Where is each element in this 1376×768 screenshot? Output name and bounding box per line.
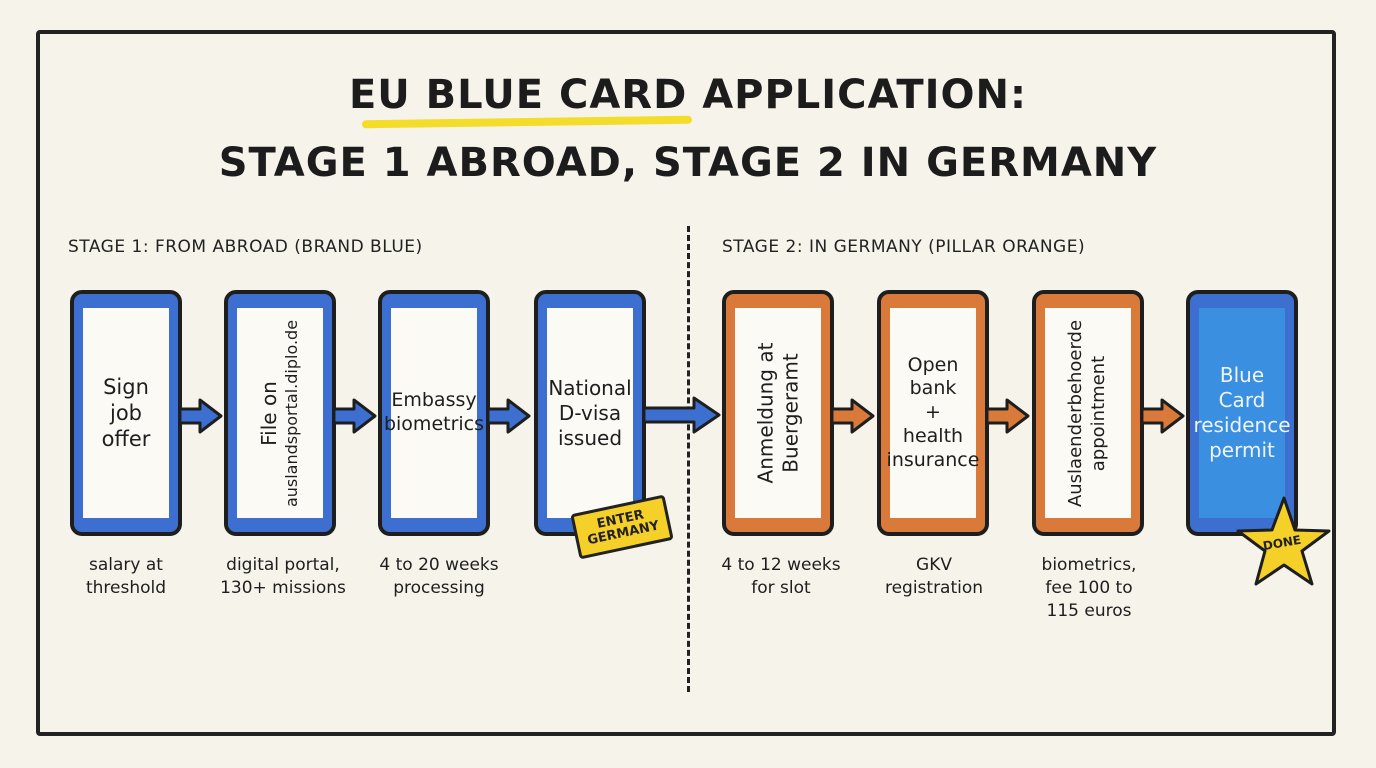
step-line: Embassy (391, 389, 477, 412)
note-line: 115 euros (1046, 600, 1132, 621)
step-line: Auslaenderbehoerde (1065, 319, 1087, 507)
step-file-on-portal: File on auslandsportal.diplo.de (224, 290, 336, 536)
note-line: for slot (751, 577, 811, 598)
note-line: registration (884, 577, 984, 598)
step-line: job (109, 400, 142, 425)
step-line: D-visa (558, 400, 622, 425)
step-line: permit (1209, 438, 1275, 462)
note-line: processing (393, 577, 485, 598)
step-line: Anmeldung at (753, 342, 777, 484)
note-line: salary at (89, 555, 163, 575)
arrow-right-icon (178, 398, 223, 434)
step-line: insurance (886, 448, 980, 471)
step-line: Card (1218, 388, 1266, 412)
step-bank-insurance: Open bank + health insurance (877, 290, 989, 536)
step-auslaenderbehoerde: Auslaenderbehoerde appointment (1032, 290, 1144, 536)
step-note: digital portal, 130+ missions (208, 554, 358, 600)
note-line: 4 to 12 weeks (721, 555, 841, 575)
arrow-right-icon (1140, 398, 1185, 434)
step-note: 4 to 12 weeks for slot (706, 554, 856, 600)
diagram-frame (36, 30, 1336, 736)
step-line: appointment (1088, 355, 1109, 471)
step-embassy-biometrics: Embassy biometrics (378, 290, 490, 536)
step-line: File on (257, 380, 282, 446)
step-line: National (548, 375, 632, 400)
step-line: offer (101, 427, 151, 452)
note-line: threshold (85, 577, 167, 598)
step-line: + (925, 401, 941, 424)
step-line: Sign (103, 374, 149, 399)
note-line: 4 to 20 weeks (379, 555, 499, 575)
step-note: 4 to 20 weeks processing (364, 554, 514, 600)
step-line: biometrics (383, 413, 485, 435)
step-line: residence (1193, 413, 1291, 437)
step-anmeldung: Anmeldung at Buergeramt (722, 290, 834, 536)
step-line: issued (557, 425, 623, 450)
arrow-right-icon (830, 398, 875, 434)
step-line: Blue (1219, 363, 1265, 387)
step-note: biometrics, fee 100 to 115 euros (1014, 554, 1164, 623)
stage-1-label: STAGE 1: FROM ABROAD (BRAND BLUE) (68, 237, 423, 257)
stage-divider (687, 226, 690, 692)
arrow-right-icon (486, 398, 531, 434)
step-line: Open (907, 353, 959, 376)
step-note: salary at threshold (51, 554, 201, 600)
step-line: Buergeramt (778, 353, 802, 473)
step-line: bank (909, 377, 957, 400)
step-line: health (902, 424, 964, 447)
star-icon (1236, 496, 1331, 586)
title-line-1: EU BLUE CARD APPLICATION: (348, 72, 1028, 118)
note-line: 130+ missions (220, 577, 346, 598)
step-national-d-visa: National D-visa issued (534, 290, 646, 536)
note-line: digital portal, (226, 555, 340, 575)
arrow-right-icon (332, 398, 377, 434)
step-note: GKV registration (859, 554, 1009, 600)
title-line-2: STAGE 1 ABROAD, STAGE 2 IN GERMANY (218, 140, 1158, 186)
note-line: fee 100 to (1045, 577, 1133, 598)
arrow-right-icon (642, 396, 721, 434)
stage-2-label: STAGE 2: IN GERMANY (PILLAR ORANGE) (722, 237, 1086, 257)
step-line: auslandsportal.diplo.de (282, 319, 302, 507)
step-sign-job-offer: Sign job offer (70, 290, 182, 536)
arrow-right-icon (985, 398, 1030, 434)
note-line: GKV (916, 555, 952, 575)
note-line: biometrics, (1041, 555, 1137, 575)
